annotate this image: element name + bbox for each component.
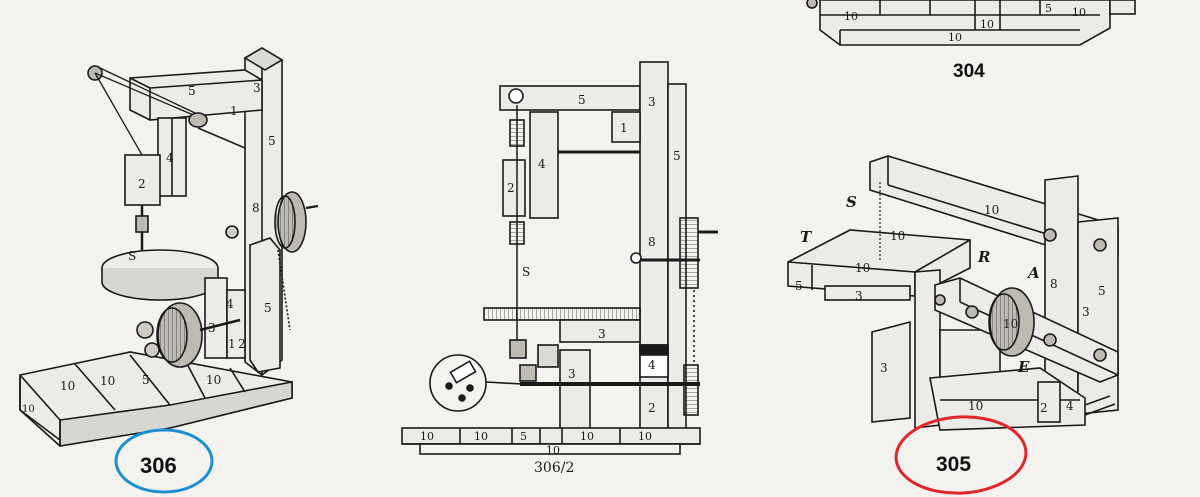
part-label: 2 <box>648 401 656 415</box>
part-label: 5 <box>795 279 803 293</box>
part-label: 3 <box>253 81 261 95</box>
part-label: 5 <box>268 134 276 148</box>
part-label: 8 <box>252 201 260 215</box>
part-label: S <box>522 265 530 279</box>
letter-label: R <box>977 248 990 266</box>
figure-305-labels: S T R A E 10 10 10 5 3 8 5 3 10 3 10 2 4 <box>795 193 1106 415</box>
part-label: 4 <box>166 151 174 165</box>
part-label: 1 <box>230 104 238 118</box>
drill-block <box>124 154 161 206</box>
part-label: 3 <box>1082 305 1090 319</box>
part-label: 5 <box>578 93 586 107</box>
caption-305: 305 <box>936 453 971 476</box>
part-label: 3 <box>855 289 863 303</box>
part-label: 5 <box>188 84 196 98</box>
part-label: 8 <box>648 235 656 249</box>
figure-304-labels: 10 10 10 5 10 <box>844 2 1086 44</box>
part-label: 4 <box>1066 399 1074 413</box>
part-label: 2 <box>507 181 515 195</box>
part-label: 5 <box>520 430 527 443</box>
part-label: 5 <box>264 301 272 315</box>
part-label: 2 <box>138 177 146 191</box>
part-label: 4 <box>226 297 234 311</box>
part-label: 10 <box>546 444 560 457</box>
part-label: 10 <box>844 10 858 23</box>
part-label: 10 <box>890 229 905 243</box>
part-label: 10 <box>420 430 434 443</box>
part-label: 10 <box>474 430 488 443</box>
part-label: 10 <box>1003 317 1018 331</box>
part-label: 10 <box>638 430 652 443</box>
part-label: 2 <box>238 337 246 351</box>
lower-column <box>204 277 228 359</box>
part-label: 10 <box>206 373 221 387</box>
part-label: 10 <box>980 18 994 31</box>
part-label: 5 <box>1098 284 1106 298</box>
part-label: 10 <box>855 261 870 275</box>
caption-304: 304 <box>953 61 985 82</box>
letter-label: E <box>1017 358 1030 376</box>
part-label: 3 <box>880 361 888 375</box>
part-label: 10 <box>968 399 983 413</box>
part-label: 10 <box>948 31 962 44</box>
part-label: 10 <box>100 374 115 388</box>
caption-306-2: 306/2 <box>534 460 574 476</box>
part-label: 1 <box>228 337 236 351</box>
inner-column <box>529 111 559 219</box>
part-label: 3 <box>568 367 576 381</box>
part-label: 4 <box>538 157 546 171</box>
part-label: 3 <box>648 95 656 109</box>
part-label: 10 <box>580 430 594 443</box>
part-label: 10 <box>984 203 999 217</box>
figure-306-labels: 3 5 1 4 2 8 5 S 4 3 2 1 5 10 10 5 10 10 <box>22 81 276 415</box>
letter-label: T <box>800 228 813 246</box>
part-label: 5 <box>1045 2 1052 15</box>
left-block <box>871 320 911 423</box>
part-label: 2 <box>1040 401 1048 415</box>
caption-306: 306 <box>140 453 177 478</box>
right-post <box>639 61 669 438</box>
part-label: 5 <box>142 373 150 387</box>
caption-circle-306 <box>114 428 214 494</box>
board-stack <box>819 0 1111 46</box>
part-label: 10 <box>22 404 35 415</box>
part-label: S <box>128 249 136 263</box>
part-label: 10 <box>1072 6 1086 19</box>
part-label: 1 <box>620 121 628 135</box>
part-label: 3 <box>598 327 606 341</box>
disk-inset <box>429 354 487 412</box>
bottom-base <box>401 427 701 445</box>
figure-306-2 <box>401 61 718 455</box>
part-label: 3 <box>208 321 216 335</box>
figure-305 <box>787 155 1119 431</box>
part-label: 8 <box>1050 277 1058 291</box>
figure-306 <box>19 47 319 447</box>
figure-304 <box>806 0 1136 46</box>
letter-label: A <box>1026 264 1040 282</box>
part-label: 5 <box>673 149 681 163</box>
caption-circle-305 <box>894 415 1028 495</box>
part-label: 4 <box>648 358 656 372</box>
figure-306-2-labels: 5 3 1 4 2 5 8 S 3 3 4 2 10 10 5 10 10 10 <box>420 93 681 457</box>
letter-label: S <box>846 193 857 211</box>
part-label: 10 <box>60 379 75 393</box>
